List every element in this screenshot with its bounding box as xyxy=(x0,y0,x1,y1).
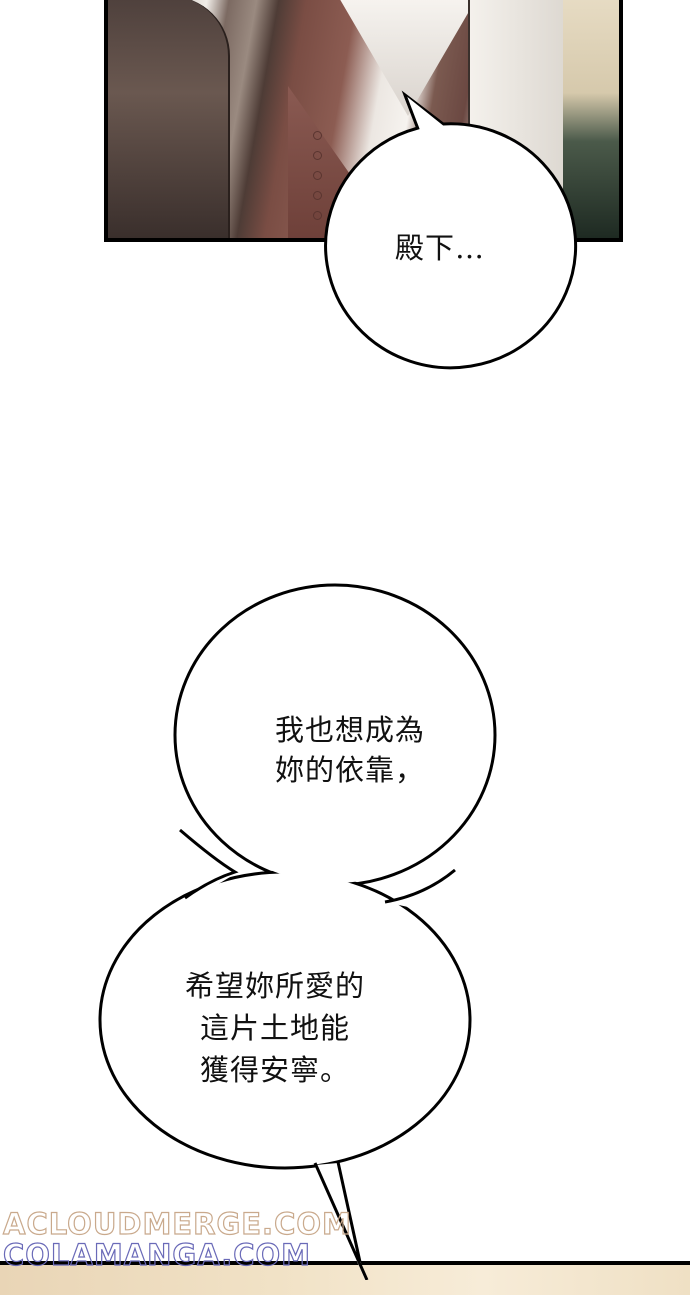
speech-text-1: 殿下… xyxy=(394,231,485,265)
hair-left xyxy=(108,0,230,238)
speech-bubble-1 xyxy=(324,90,578,370)
watermark-acloudmerge: ACLOUDMERGE.COM xyxy=(2,1206,352,1241)
watermark-colamanga: COLAMANGA.COM xyxy=(2,1237,312,1272)
speech-text-3: 希望妳所愛的 這片土地能 獲得安寧。 xyxy=(184,969,365,1087)
ornate-background xyxy=(563,0,619,238)
speech-text-2: 我也想成為 妳的依靠， xyxy=(274,713,425,787)
speech-bubble-2 xyxy=(98,583,497,1280)
